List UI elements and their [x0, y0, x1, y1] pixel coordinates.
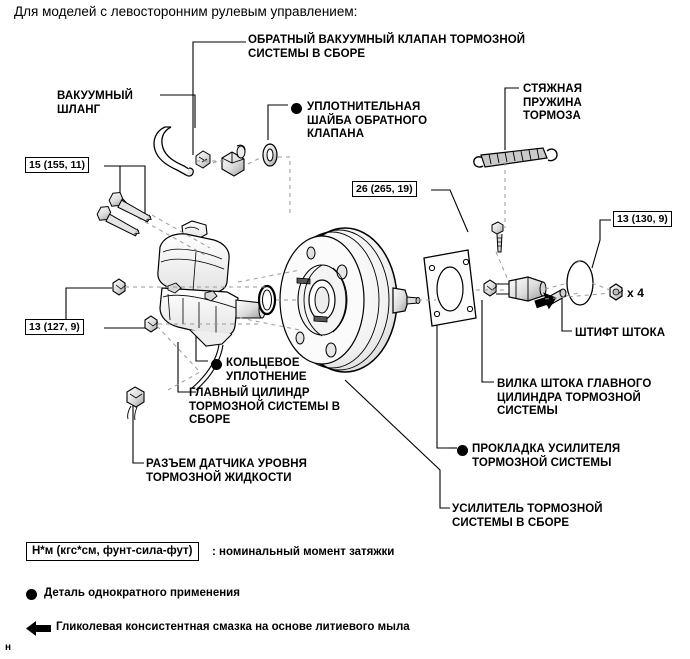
- vacuum-hose-art: [153, 126, 194, 177]
- callout-line: ТОРМОЗНОЙ СИСТЕМЫ: [472, 456, 612, 469]
- callout-line: СИСТЕМЫ В СБОРЕ: [248, 47, 366, 60]
- master-cylinder-nuts-art: [112, 278, 159, 333]
- callout-push-rod-pin: ШТИФТ ШТОКА: [575, 327, 665, 341]
- callout-line: КОЛЬЦЕВОЕ: [226, 357, 300, 369]
- push-rod-pin-art: [542, 288, 567, 307]
- single-use-bullet-icon: [26, 589, 37, 600]
- single-use-bullet-icon: [211, 359, 222, 370]
- brake-booster-assembly-art: [279, 227, 421, 373]
- booster-mount-nut-art: [483, 279, 498, 297]
- single-use-bullet-icon: [291, 103, 302, 114]
- callout-line: ПРОКЛАДКА УСИЛИТЕЛЯ: [472, 443, 621, 455]
- callout-line: ТОРМОЗА: [523, 110, 581, 122]
- callout-line: ШЛАНГ: [57, 103, 101, 116]
- hose-clamp-art: [195, 150, 211, 169]
- callout-line: КЛАПАНА: [307, 128, 365, 140]
- callout-line: ОБРАТНЫЙ ВАКУУМНЫЙ КЛАПАН ТОРМОЗНОЙ: [248, 34, 526, 46]
- callout-line: СИСТЕМЫ В СБОРЕ: [452, 516, 570, 529]
- brake-booster-gasket-art: [423, 249, 477, 327]
- torque-unit-legend-box: Н*м (кгс*см, фунт-сила-фут): [26, 542, 199, 561]
- torque-unit-legend-desc: : номинальный момент затяжки: [212, 546, 395, 558]
- grease-note-legend: Гликолевая консистентная смазка на основ…: [56, 621, 410, 633]
- callout-line: ШТИФТ ШТОКА: [575, 327, 666, 339]
- push-rod-spacer-ring-art: [566, 260, 594, 306]
- callout-line: СТЯЖНАЯ: [523, 83, 583, 95]
- check-valve-seal-washer-art: [262, 143, 278, 167]
- master-cylinder-bolts-art: [96, 192, 152, 237]
- torque-spec-15: 15 (155, 11): [25, 157, 90, 173]
- booster-stud-art: [491, 221, 504, 253]
- callout-line: СИСТЕМЫ: [497, 405, 558, 417]
- grease-arrow-icon: [534, 292, 557, 310]
- torque-spec-26: 26 (265, 19): [352, 181, 417, 197]
- callout-line: ПРУЖИНА: [523, 96, 582, 109]
- callout-line: УСИЛИТЕЛЬ ТОРМОЗНОЙ: [452, 503, 603, 515]
- callout-line: ВАКУУМНЫЙ: [57, 90, 133, 102]
- push-rod-clevis-art: [496, 276, 547, 302]
- single-use-bullet-icon: [457, 445, 468, 456]
- callout-line: ШАЙБА ОБРАТНОГО: [307, 114, 428, 127]
- callout-line: СБОРЕ: [189, 414, 231, 426]
- vacuum-check-valve-art: [221, 144, 246, 177]
- o-ring-art: [257, 284, 277, 316]
- callout-line: УПЛОТНЕНИЕ: [226, 370, 307, 383]
- callout-line: РАЗЪЕМ ДАТЧИКА УРОВНЯ: [146, 458, 308, 470]
- callout-line: ВИЛКА ШТОКА ГЛАВНОГО: [497, 378, 652, 390]
- brake-return-spring-art: [473, 147, 558, 168]
- page-title: Для моделей с левосторонним рулевым упра…: [14, 4, 358, 19]
- grease-arrow-legend-icon: [26, 621, 51, 636]
- booster-nut-x4-art: [609, 283, 624, 301]
- callout-line: ГЛАВНЫЙ ЦИЛИНДР: [189, 387, 310, 399]
- callout-line: ТОРМОЗНОЙ СИСТЕМЫ В: [189, 400, 341, 413]
- callout-line: ЦИЛИНДРА ТОРМОЗНОЙ: [497, 391, 641, 404]
- callout-line: УПЛОТНИТЕЛЬНАЯ: [307, 101, 421, 113]
- brake-fluid-level-sensor-connector-art: [126, 386, 145, 421]
- stray-character: н: [5, 642, 12, 653]
- nut-quantity-label: x 4: [627, 286, 644, 300]
- torque-spec-13-130: 13 (130, 9): [613, 211, 672, 227]
- single-use-part-legend: Деталь однократного применения: [44, 587, 240, 599]
- callout-line: ТОРМОЗНОЙ ЖИДКОСТИ: [146, 471, 292, 484]
- torque-spec-13-127: 13 (127, 9): [25, 319, 84, 335]
